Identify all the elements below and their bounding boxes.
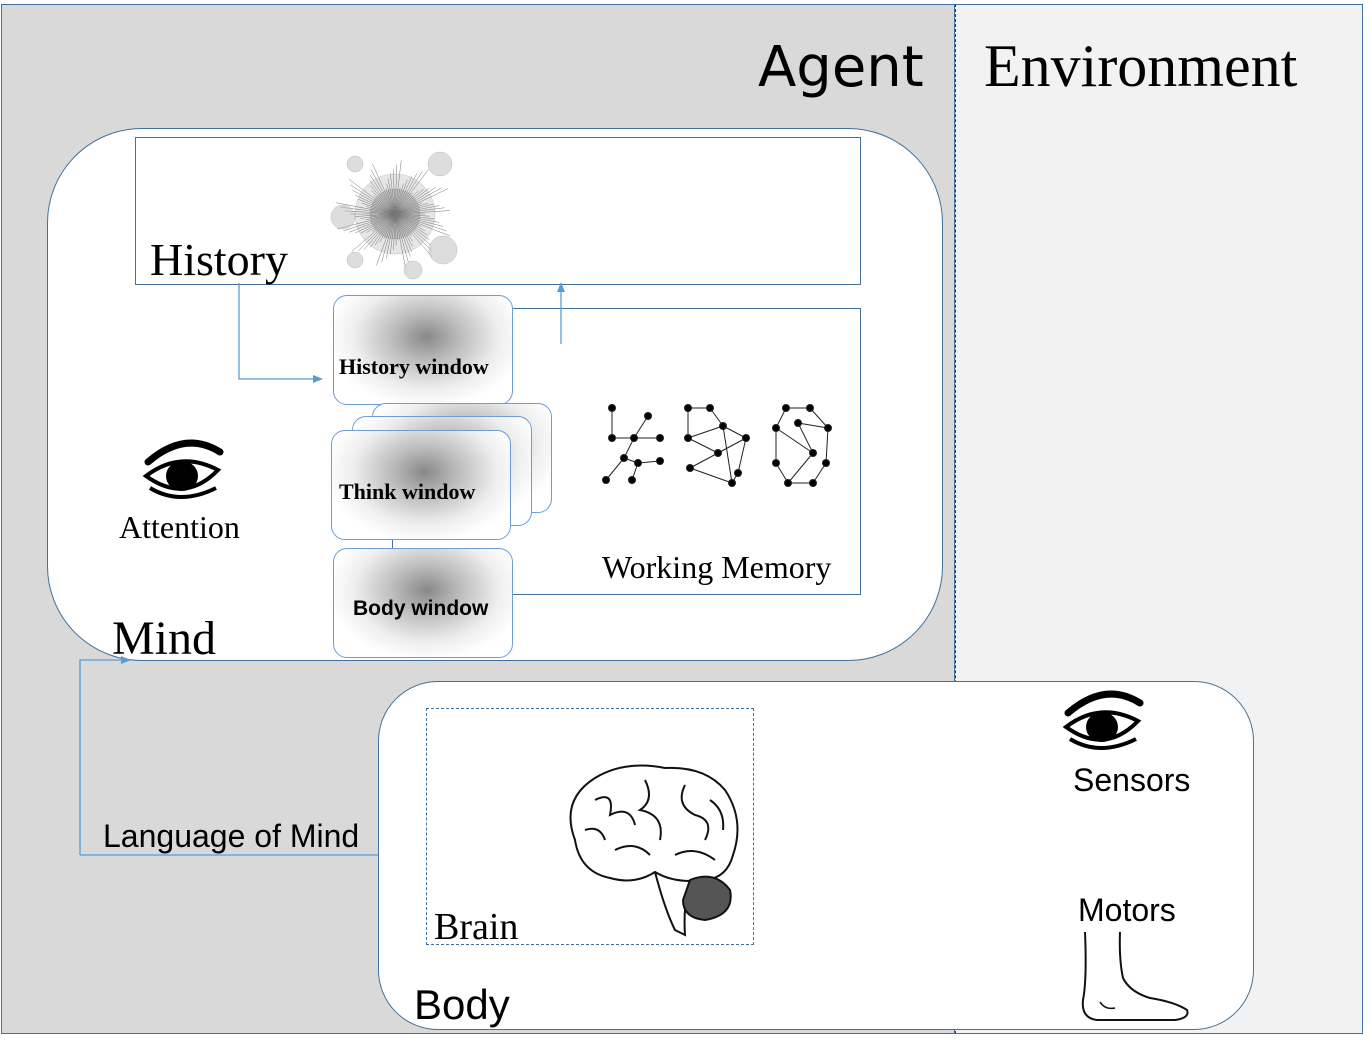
agent-title: Agent: [758, 35, 924, 100]
brain-box: [426, 708, 754, 945]
language-of-mind-label: Language of Mind: [103, 818, 360, 854]
foot-icon: [1081, 931, 1189, 1021]
mind-label: Mind: [112, 612, 217, 665]
history-window-card: [333, 295, 513, 405]
think-window-card: [331, 430, 511, 540]
environment-title: Environment: [984, 33, 1298, 99]
body-window-label: Body window: [353, 597, 489, 620]
brain-image: [569, 764, 739, 937]
body-window-card: [333, 548, 513, 658]
sensors-eye-icon: [1062, 690, 1144, 750]
history-box: [135, 137, 861, 285]
history-window-label: History window: [339, 354, 489, 379]
attention-eye-icon: [142, 439, 224, 499]
working-memory-graphs: [602, 404, 832, 487]
think-window-label: Think window: [339, 479, 476, 504]
working-memory-label: Working Memory: [602, 549, 832, 585]
history-label: History: [150, 234, 288, 285]
attention-label: Attention: [119, 509, 240, 545]
sensors-label: Sensors: [1073, 762, 1191, 798]
body-label: Body: [414, 981, 510, 1028]
history-network-image: [330, 151, 458, 280]
motors-label: Motors: [1078, 892, 1176, 928]
brain-label: Brain: [434, 906, 519, 948]
